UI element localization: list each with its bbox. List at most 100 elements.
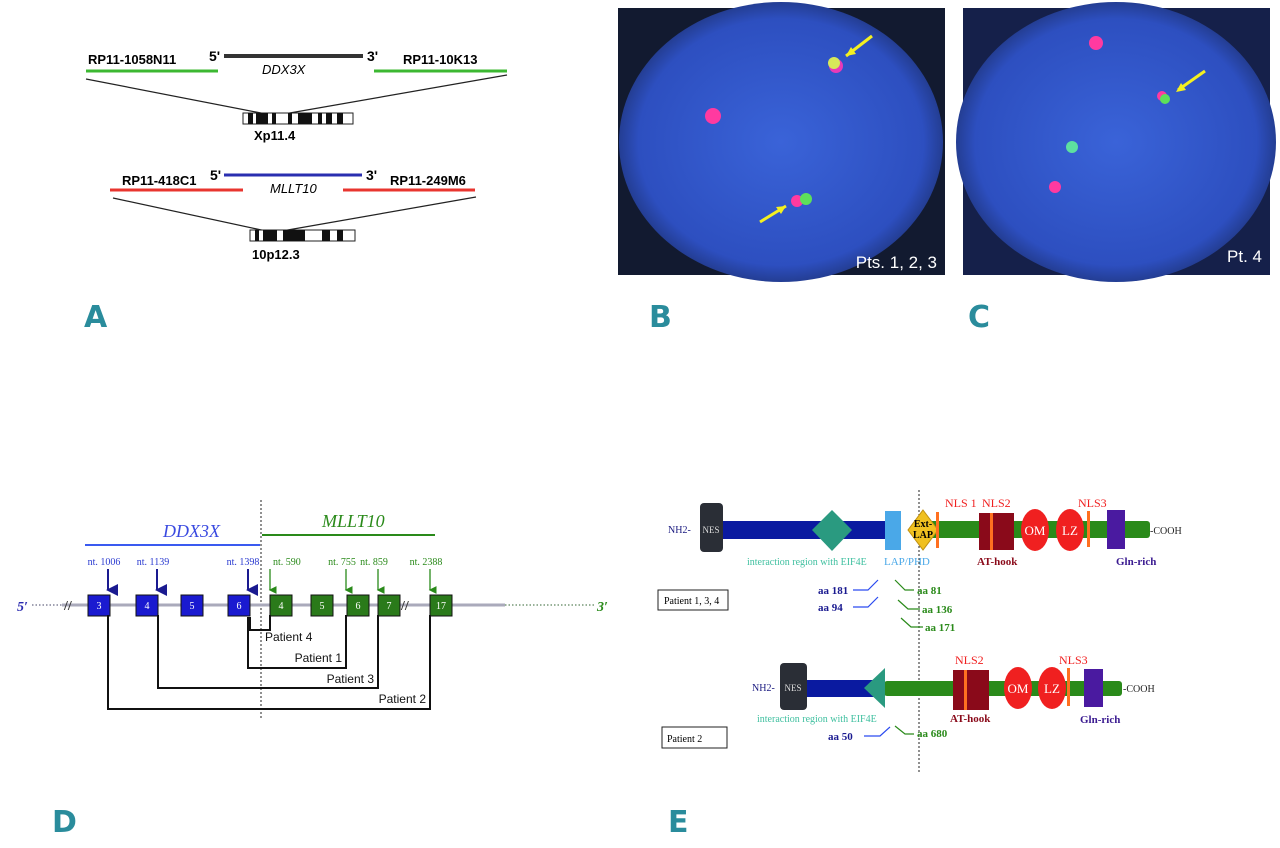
- fish-signal-red: [705, 108, 721, 124]
- panel-e: NH2- NES Ext- LAP NLS 1 NLS2 OM LZ NLS3 …: [657, 490, 1182, 772]
- nls2-label: NLS2: [982, 496, 1011, 510]
- lz-domain: [1056, 509, 1084, 551]
- arrow-icon: [900, 617, 923, 628]
- fusion-connectors: [107, 615, 431, 710]
- nh2-label: NH2-: [752, 683, 775, 694]
- exon-box: [87, 594, 111, 617]
- probe-label: RP11-418C1: [122, 173, 196, 188]
- om-domain: [1021, 509, 1049, 551]
- panel-letter-b: B: [649, 300, 672, 335]
- at-hook-box: [979, 513, 1014, 550]
- exon-number: 6: [237, 601, 242, 612]
- patient-box-label: Patient 2: [667, 734, 702, 745]
- nh2-label: NH2-: [668, 525, 691, 536]
- ddx3x-domain-bar: [718, 521, 888, 539]
- ext-lap-label: Ext-: [914, 519, 932, 530]
- breakpoint-label: nt. 590: [273, 557, 301, 568]
- band-label: 10p12.3: [252, 247, 300, 262]
- exon-number: 5: [320, 601, 325, 612]
- chromosome-ideogram-x: [242, 112, 354, 125]
- exon-number: 17: [436, 601, 446, 612]
- exon-box: [269, 594, 293, 617]
- patient-box: [657, 589, 729, 611]
- five-prime-label: 5': [210, 167, 221, 183]
- panel-caption: Pt. 4: [1227, 247, 1262, 266]
- at-hook-label: AT-hook: [950, 713, 991, 725]
- fish-signal-green: [800, 193, 812, 205]
- panel-letter-c: C: [968, 300, 990, 335]
- nls2-marker: [990, 513, 993, 550]
- fish-signal-red: [791, 195, 803, 207]
- interaction-region-label: interaction region with EIF4E: [757, 714, 877, 725]
- exon-box: [180, 594, 204, 617]
- fish-signal-red: [1049, 181, 1061, 193]
- interaction-region-label: interaction region with EIF4E: [747, 557, 867, 568]
- patient-label: Patient 4: [265, 630, 313, 644]
- ddx3x-domain-bar: [805, 680, 885, 697]
- at-hook-label: AT-hook: [977, 556, 1018, 568]
- gene-label-ddx3x: DDX3X: [162, 521, 221, 541]
- zoom-line: [112, 197, 267, 232]
- connector-patient-3: [157, 615, 379, 689]
- band-label: Xp11.4: [254, 128, 296, 143]
- exon-number: 4: [145, 601, 150, 612]
- eif4e-domain-diamond: [812, 510, 852, 551]
- breakpoint-label: nt. 1139: [137, 557, 169, 568]
- probe-label: RP11-10K13: [403, 52, 477, 67]
- patient-label: Patient 3: [327, 672, 375, 686]
- panel-letter-a: A: [84, 300, 108, 335]
- patient-box-label: Patient 1, 3, 4: [664, 596, 719, 607]
- connector-patient-2: [107, 615, 431, 710]
- three-prime-label: 3′: [596, 600, 608, 615]
- nls1-label: NLS 1: [945, 496, 977, 510]
- arrow-icon: [894, 579, 914, 591]
- panel-a: RP11-1058N11 5' 3' DDX3X RP11-10K13 Xp11…: [85, 48, 508, 262]
- nls1-marker: [936, 512, 939, 548]
- lz-domain: [1038, 667, 1066, 709]
- gln-rich-label: Gln-rich: [1116, 556, 1156, 568]
- fish-signal-red: [1089, 36, 1103, 50]
- nls2-label: NLS2: [955, 653, 984, 667]
- gene-label: MLLT10: [270, 181, 317, 196]
- aa-breakpoint-mllt10: aa 171: [925, 622, 955, 634]
- arrow-icon: [894, 725, 914, 735]
- nls3-marker: [1067, 668, 1070, 706]
- three-prime-label: 3': [367, 48, 378, 64]
- nes-label: NES: [784, 683, 801, 693]
- at-hook-box: [953, 670, 989, 710]
- aa-breakpoint-ddx3x: aa 50: [828, 731, 853, 743]
- breakpoint-label: nt. 1006: [88, 557, 121, 568]
- lap-phd-label: LAP/PHD: [884, 556, 930, 568]
- exon-box: [346, 594, 370, 617]
- exon-box: [135, 594, 159, 617]
- cooh-label: -COOH: [1123, 684, 1155, 695]
- exon-box: [310, 594, 334, 617]
- gln-rich-box: [1107, 510, 1125, 549]
- zoom-line: [283, 74, 508, 115]
- connector-patient-1: [247, 615, 347, 669]
- nes-box: [780, 663, 807, 710]
- patient-label: Patient 2: [379, 692, 427, 706]
- panel-letter-d: D: [52, 805, 77, 840]
- zoom-line: [85, 78, 267, 115]
- nes-label: NES: [702, 525, 719, 535]
- aa-breakpoint-mllt10: aa 81: [917, 585, 942, 597]
- break-mark-icon: //: [63, 599, 73, 614]
- nls2-marker: [964, 670, 967, 710]
- fish-signal-green: [1066, 141, 1078, 153]
- panel-b-fish-image: Pts. 1, 2, 3: [618, 2, 945, 282]
- five-prime-label: 5': [209, 48, 220, 64]
- arrow-icon: [897, 599, 920, 610]
- exon-box: [227, 594, 251, 617]
- panel-letter-e: E: [668, 805, 689, 840]
- breakpoint-label: nt. 755: [328, 557, 356, 568]
- ext-lap-label: LAP: [913, 530, 933, 541]
- zoom-line: [281, 196, 477, 232]
- three-prime-label: 3': [366, 167, 377, 183]
- gene-label-mllt10: MLLT10: [321, 511, 385, 531]
- break-mark-icon: //: [400, 599, 410, 614]
- gene-label: DDX3X: [262, 62, 307, 77]
